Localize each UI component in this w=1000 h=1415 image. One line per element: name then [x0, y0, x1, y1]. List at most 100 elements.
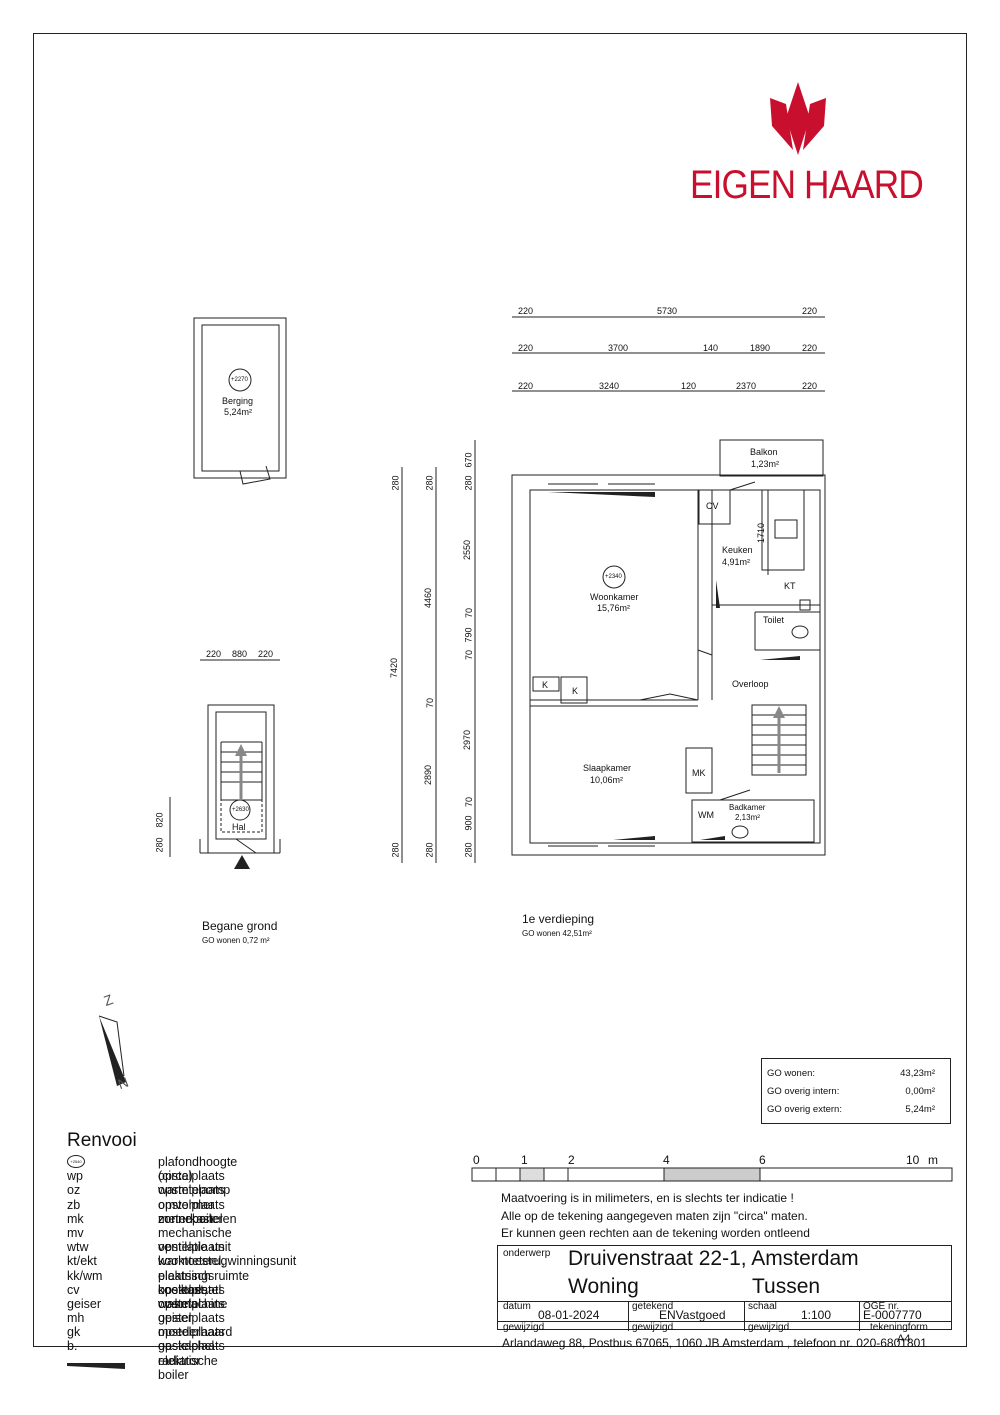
ground-floor-title: Begane grond [202, 919, 278, 933]
first-floor-inner-wall [529, 489, 821, 844]
balkon-outline [719, 439, 824, 477]
kitchen-counter [761, 489, 805, 571]
datum-value: 08-01-2024 [538, 1308, 600, 1322]
tekeningform-label: tekeningform [870, 1322, 928, 1333]
windows-north [548, 474, 655, 485]
storage-ceiling-marker [228, 368, 252, 392]
gewijzigd-1: gewijzigd [503, 1322, 545, 1333]
toilet-label: Toilet [763, 615, 785, 625]
hal-door [235, 838, 257, 854]
hal-entry-lines [199, 839, 281, 854]
dim-row3-b: 3240 [599, 381, 620, 391]
mk-box [685, 747, 713, 794]
hal-wall-outer [207, 704, 275, 854]
dim-row2-c: 140 [703, 343, 719, 353]
note-line: Maatvoering is in milimeters, en is slec… [501, 1191, 794, 1205]
datum-label: datum [503, 1301, 531, 1312]
gewijzigd-3: gewijzigd [748, 1322, 790, 1333]
storage-door [239, 465, 271, 485]
title-type-1: Woning [568, 1275, 639, 1298]
hal-dim-top-2: 880 [232, 649, 248, 659]
renvooi-title: Renvooi [67, 1130, 137, 1151]
radiator-toilet [760, 656, 800, 660]
schaal-label: schaal [748, 1301, 777, 1312]
door-keuken [729, 481, 756, 491]
dim-row1-b: 5730 [657, 306, 678, 316]
title-block: onderwerp Druivenstraat 22-1, Amsterdam … [497, 1245, 952, 1333]
scale-10: 10 [906, 1153, 920, 1167]
logo-mark-left [770, 98, 793, 150]
dim-row3-c: 120 [681, 381, 697, 391]
hal-stair-arrow-head-icon [235, 744, 247, 756]
title-address: Druivenstraat 22-1, Amsterdam [568, 1247, 859, 1270]
first-stair-arrow-head-icon [773, 706, 785, 718]
woonkamer-area: 15,76m² [597, 603, 631, 613]
badkamer-label: Badkamer [729, 803, 766, 812]
toilet-bowl [791, 625, 809, 639]
scale-0: 0 [473, 1153, 480, 1167]
door-badkamer [719, 789, 751, 801]
floor-plan-drawing [169, 316, 826, 869]
hal-wall-inner [215, 711, 267, 840]
ground-floor-area: GO wonen 0,72 m² [202, 936, 270, 945]
first-floor-outer-wall [511, 474, 826, 856]
door-woonkamer [697, 649, 713, 700]
dim-row2-e: 220 [802, 343, 818, 353]
dim-row3-a: 220 [518, 381, 534, 391]
cv-box [698, 489, 731, 525]
brand-name: EIGEN HAARD [690, 163, 924, 207]
cv-label: CV [706, 501, 719, 511]
bathroom [691, 799, 815, 843]
dim-row2-a: 220 [518, 343, 534, 353]
k-label-2: K [572, 686, 579, 696]
door-slaapkamer [639, 693, 699, 701]
dim-row3-e: 220 [802, 381, 818, 391]
windows-south [548, 845, 655, 856]
wall-slaapkamer-north [530, 699, 698, 707]
oge-label: OGE nr. [863, 1301, 900, 1312]
storage-name: Berging [222, 396, 254, 406]
getekend-value: ENVastgoed [659, 1308, 726, 1322]
k-label-1: K [542, 680, 549, 690]
go-row-wonen: GO wonen:43,23m² [767, 1068, 935, 1079]
slaapkamer-label: Slaapkamer [583, 763, 632, 773]
wall-toilet [754, 611, 820, 651]
tekeningform-value: A4 [897, 1333, 911, 1345]
hal-ceiling-label: +2630 [232, 807, 249, 813]
scale-bar [471, 1167, 953, 1182]
getekend-label: getekend [632, 1301, 674, 1312]
badkamer-area: 2,13m² [735, 813, 760, 822]
balkon-label: Balkon [750, 447, 778, 457]
scale-4: 4 [663, 1153, 670, 1167]
radiator-woonkamer [548, 492, 655, 497]
first-floor-title: 1e verdieping [522, 912, 595, 926]
keuken-label: Keuken [722, 545, 753, 555]
compass-icon [98, 1015, 126, 1086]
radiator-badkamer [700, 836, 725, 840]
radiator-slaapkamer [613, 836, 655, 840]
dim-row2-d: 1890 [750, 343, 771, 353]
onderwerp-label: onderwerp [503, 1248, 551, 1259]
balkon-area: 1,23m² [751, 459, 780, 469]
keuken-area: 4,91m² [722, 557, 751, 567]
note-line: Er kunnen geen rechten aan de tekening w… [501, 1226, 810, 1240]
radiator-keuken [716, 580, 720, 608]
dim-row2-b: 3700 [608, 343, 629, 353]
scale-2: 2 [568, 1153, 575, 1167]
mk-label: MK [692, 768, 706, 778]
storage-ceiling-label: +2270 [231, 377, 248, 383]
woonkamer-label: Woonkamer [590, 592, 639, 602]
hal-dim-top-3: 220 [258, 649, 274, 659]
logo-mark-center [786, 82, 810, 155]
slaapkamer-area: 10,06m² [590, 775, 624, 785]
go-row-intern: GO overig intern:0,00m² [767, 1086, 935, 1097]
ceiling-marker-icon: +2540 [67, 1155, 85, 1168]
dim-row1-c: 220 [802, 306, 818, 316]
first-floor-area: GO wonen 42,51m² [522, 929, 592, 938]
gewijzigd-2: gewijzigd [632, 1322, 674, 1333]
k-box-2 [560, 676, 588, 704]
kt-box [799, 599, 811, 611]
entrance-arrow-icon [234, 855, 250, 869]
hal-dim-top-1: 220 [206, 649, 222, 659]
dim-row1-a: 220 [518, 306, 534, 316]
